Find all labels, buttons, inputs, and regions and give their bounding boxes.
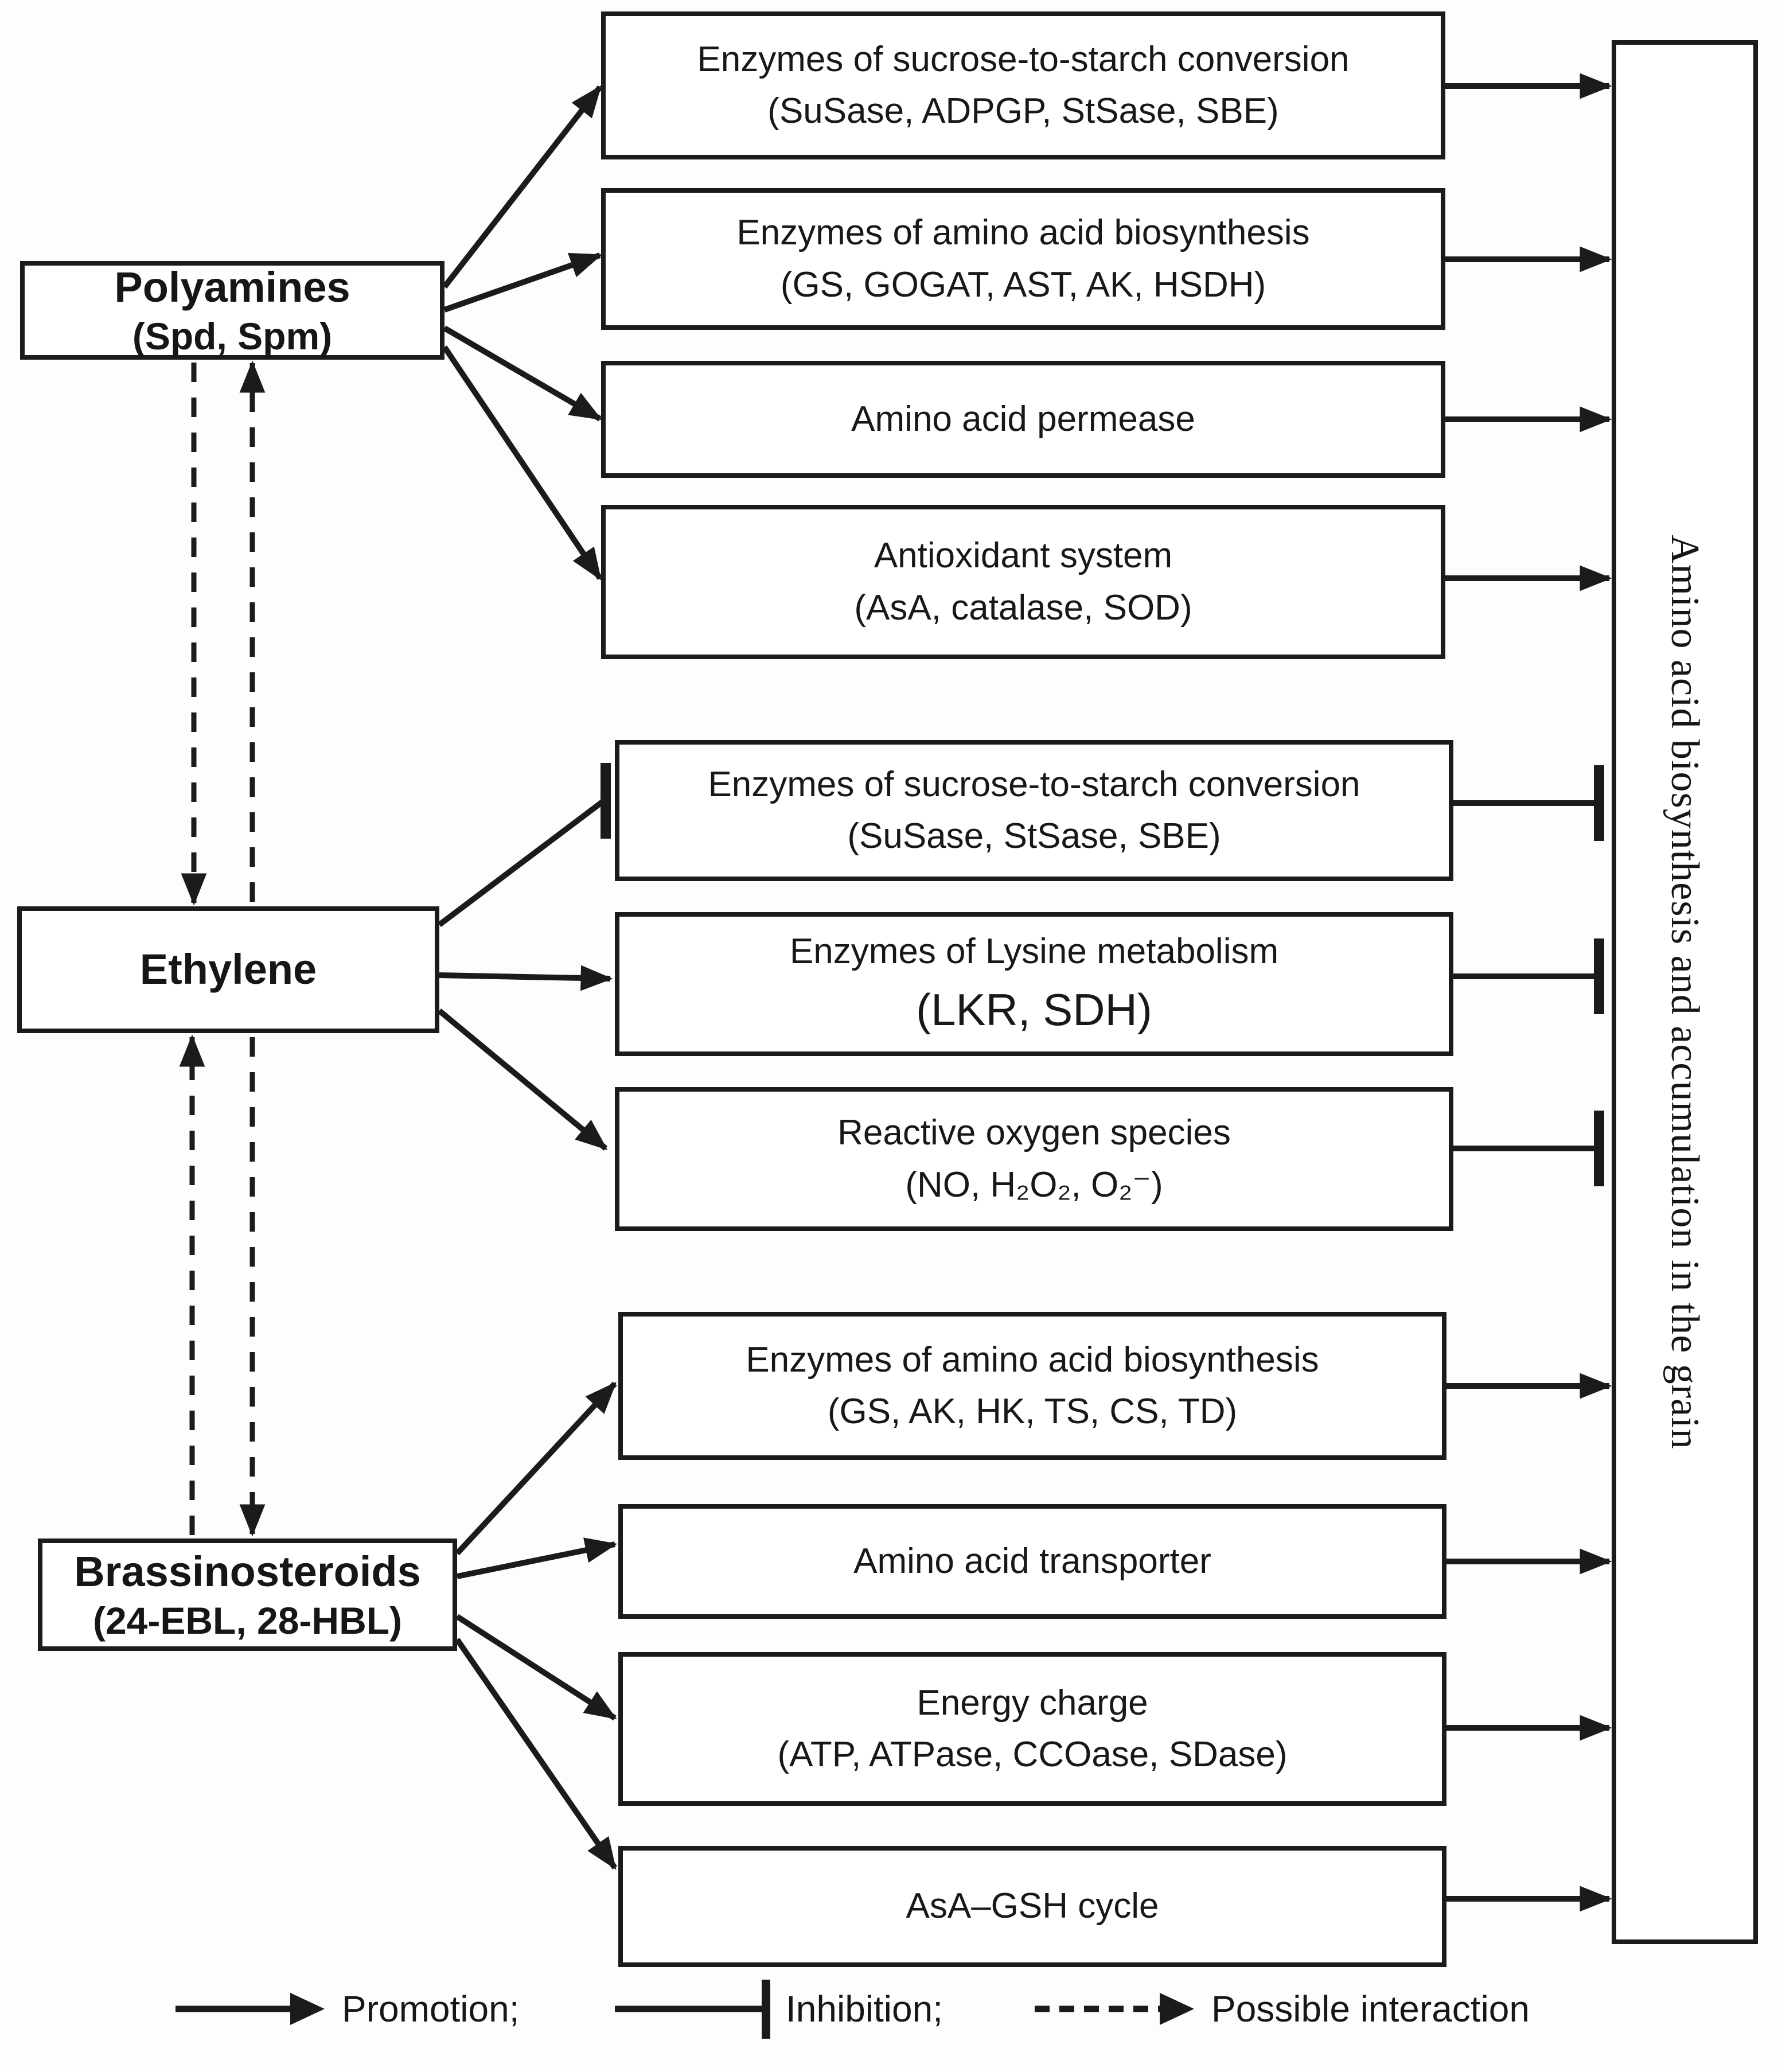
arrow-polyamines-to-antioxidant-system — [442, 345, 603, 581]
process-box-energy-charge: Energy charge (ATP, ATPase, CCOase, SDas… — [618, 1652, 1446, 1806]
legend-possible-label: Possible interaction — [1211, 1988, 1530, 2030]
arrow-brassinosteroids-to-amino-acid-biosynthesis-2 — [455, 1381, 617, 1556]
process-line2: (GS, GOGAT, AST, AK, HSDH) — [780, 264, 1266, 305]
process-line1: Energy charge — [917, 1682, 1148, 1723]
process-box-asa-gsh-cycle: AsA–GSH cycle — [618, 1846, 1446, 1967]
arrow-brassinosteroids-to-energy-charge — [455, 1614, 617, 1721]
arrow-polyamines-to-amino-acid-biosynthesis-1 — [443, 252, 603, 313]
process-box-sucrose-starch-conversion-2: Enzymes of sucrose-to-starch conversion … — [615, 740, 1453, 881]
legend-possible-interaction: Possible interaction — [1031, 1974, 1530, 2043]
possible-interaction-arrow-icon — [1035, 1992, 1194, 2025]
inhibition-ethylene-to-sucrose-starch-2 — [437, 800, 605, 927]
process-box-reactive-oxygen-species: Reactive oxygen species (NO, H₂O₂, O₂⁻) — [615, 1087, 1453, 1231]
source-subtitle: (24-EBL, 28-HBL) — [92, 1599, 403, 1642]
process-line2: (NO, H₂O₂, O₂⁻) — [905, 1164, 1163, 1205]
process-line1: Enzymes of Lysine metabolism — [789, 932, 1279, 972]
process-line2: (LKR, SDH) — [916, 984, 1152, 1035]
source-box-brassinosteroids: Brassinosteroids (24-EBL, 28-HBL) — [38, 1539, 457, 1651]
process-line2: (SuSase, StSase, SBE) — [847, 816, 1221, 856]
process-line2: (SuSase, ADPGP, StSase, SBE) — [767, 91, 1279, 131]
process-line1: Enzymes of amino acid biosynthesis — [746, 1339, 1319, 1380]
legend-promotion: Promotion; — [172, 1974, 519, 2043]
process-box-sucrose-starch-conversion-1: Enzymes of sucrose-to-starch conversion … — [601, 11, 1445, 159]
process-box-amino-acid-biosynthesis-1: Enzymes of amino acid biosynthesis (GS, … — [601, 188, 1445, 330]
sink-label: Amino acid biosynthesis and accumulation… — [1663, 535, 1707, 1450]
source-box-polyamines: Polyamines (Spd, Spm) — [20, 261, 445, 360]
sink-box-amino-acid-grain: Amino acid biosynthesis and accumulation… — [1612, 40, 1758, 1944]
process-line1: Enzymes of sucrose-to-starch conversion — [708, 764, 1360, 804]
process-box-amino-acid-biosynthesis-2: Enzymes of amino acid biosynthesis (GS, … — [618, 1312, 1446, 1460]
process-line1: Amino acid transporter — [853, 1541, 1211, 1581]
legend-inhibition-label: Inhibition; — [786, 1988, 943, 2030]
process-line1: AsA–GSH cycle — [906, 1886, 1159, 1926]
process-line2: (ATP, ATPase, CCOase, SDase) — [777, 1735, 1288, 1774]
process-line1: Reactive oxygen species — [837, 1113, 1231, 1153]
arrow-ethylene-to-reactive-oxygen-species — [437, 1008, 608, 1151]
legend-promotion-label: Promotion; — [342, 1988, 520, 2030]
process-box-amino-acid-permease: Amino acid permease — [601, 361, 1445, 478]
process-line1: Enzymes of sucrose-to-starch conversion — [697, 39, 1350, 79]
promotion-arrow-icon — [176, 1992, 325, 2025]
process-box-amino-acid-transporter: Amino acid transporter — [618, 1504, 1446, 1619]
process-line1: Enzymes of amino acid biosynthesis — [736, 213, 1310, 253]
arrow-polyamines-to-sucrose-starch-1 — [442, 85, 602, 289]
process-box-antioxidant-system: Antioxidant system (AsA, catalase, SOD) — [601, 505, 1445, 659]
arrow-ethylene-to-lysine-metabolism — [439, 965, 613, 991]
source-title: Ethylene — [139, 945, 317, 994]
process-line2: (AsA, catalase, SOD) — [854, 587, 1192, 628]
arrow-brassinosteroids-to-amino-acid-transporter — [457, 1537, 618, 1579]
process-line1: Antioxidant system — [874, 536, 1173, 576]
inhibition-bar-icon — [615, 1979, 770, 2039]
process-line1: Amino acid permease — [851, 399, 1195, 439]
source-box-ethylene: Ethylene — [17, 906, 439, 1033]
legend-inhibition: Inhibition; — [611, 1974, 943, 2043]
source-title: Brassinosteroids — [74, 1547, 421, 1595]
process-line2: (GS, AK, HK, TS, CS, TD) — [827, 1392, 1238, 1431]
process-box-lysine-metabolism: Enzymes of Lysine metabolism (LKR, SDH) — [615, 912, 1453, 1056]
arrow-polyamines-to-amino-acid-permease — [443, 325, 602, 422]
source-title: Polyamines — [114, 263, 350, 311]
arrow-brassinosteroids-to-asa-gsh-cycle — [454, 1638, 618, 1870]
source-subtitle: (Spd, Spm) — [132, 314, 333, 357]
